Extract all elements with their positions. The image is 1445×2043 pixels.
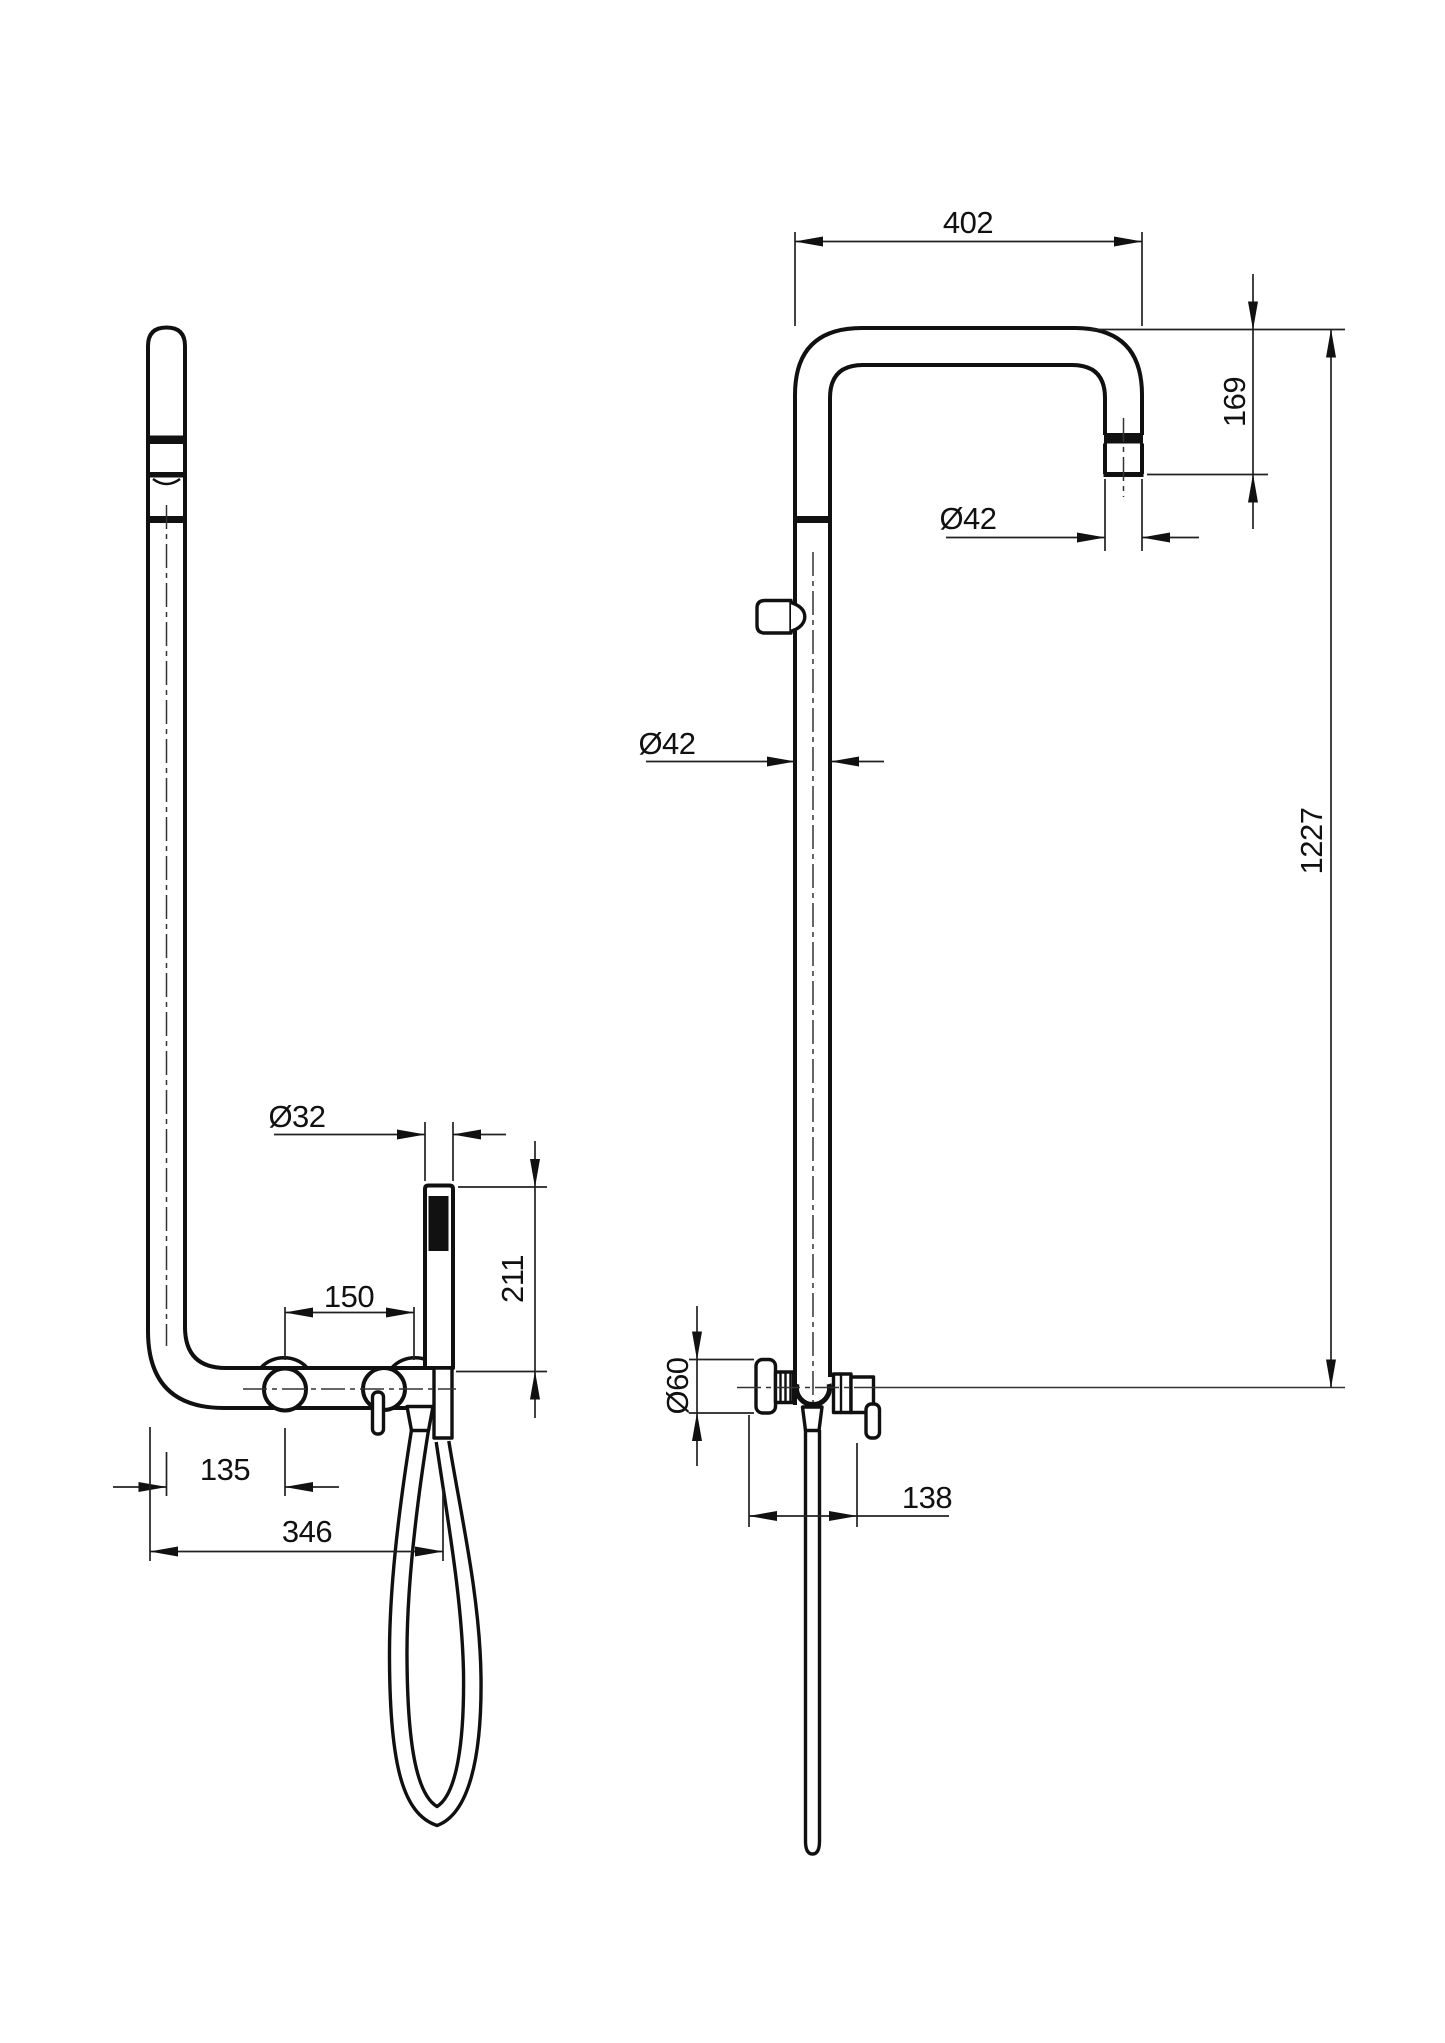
dim-total-height: 1227 — [1294, 329, 1336, 1388]
dim-label-total-height: 1227 — [1294, 808, 1329, 875]
front-outlet-sides — [1103, 443, 1144, 474]
front-holder-lever — [864, 1402, 882, 1440]
dim-label-handshower-diameter: Ø32 — [268, 1099, 325, 1134]
dim-label-arm-drop: 169 — [1217, 377, 1252, 427]
dim-handshower-diameter: Ø32 — [268, 1099, 506, 1181]
side-outlet-ring-upper — [148, 435, 185, 444]
dim-flange-diameter: Ø60 — [660, 1306, 754, 1466]
dim-bracket-depth: 138 — [748, 1415, 953, 1527]
dim-reach: 346 — [149, 1427, 444, 1561]
side-outlet-mouth-arc — [152, 478, 181, 486]
front-hose-cone — [800, 1405, 824, 1433]
dim-label-column-diameter: Ø42 — [638, 726, 695, 761]
side-elbow-outer — [146, 1330, 450, 1410]
dim-label-outlet-diameter: Ø42 — [939, 501, 996, 536]
side-wall-union-arc-left — [260, 1356, 308, 1369]
side-hose-cone — [405, 1404, 435, 1433]
dim-column-offset: 135 — [113, 1428, 339, 1496]
dim-arm-width: 402 — [794, 205, 1143, 326]
front-arm-outer — [793, 326, 1144, 1405]
side-outlet-ring-lower — [148, 472, 185, 478]
dim-label-valve-spacing: 150 — [324, 1279, 374, 1314]
side-elbow-inner — [183, 1326, 452, 1370]
side-hose-loop-outer — [387, 1429, 483, 1828]
dim-label-column-offset: 135 — [200, 1452, 250, 1487]
side-hose-loop-inner — [405, 1429, 466, 1809]
side-view — [146, 325, 483, 1828]
dim-label-bracket-depth: 138 — [902, 1480, 952, 1515]
front-view — [754, 326, 1144, 1856]
dim-label-flange-diameter: Ø60 — [660, 1357, 695, 1414]
dim-label-reach: 346 — [282, 1514, 332, 1549]
side-holder-block — [432, 1366, 454, 1440]
side-riser-pipe — [146, 325, 187, 1333]
dimensions: 402 169 Ø42 Ø42 1227 — [113, 205, 1345, 1561]
front-ball-joint — [794, 1383, 832, 1408]
side-mixer-lever — [370, 1390, 386, 1436]
dim-label-arm-width: 402 — [943, 205, 993, 240]
front-arm-inner — [828, 363, 1107, 1377]
front-diverter-knob-tip — [790, 600, 807, 633]
dim-label-handshower-length: 211 — [495, 1255, 530, 1303]
front-wall-flange — [754, 1357, 778, 1415]
dim-arm-drop: 169 — [1090, 274, 1345, 529]
centerlines — [165, 418, 1345, 1402]
dim-outlet-diameter: Ø42 — [939, 479, 1199, 551]
side-spray-face — [428, 1196, 449, 1251]
front-hose — [803, 1430, 822, 1856]
dim-column-diameter: Ø42 — [638, 726, 884, 767]
dim-handshower-length: 211 — [456, 1141, 547, 1418]
front-diverter-knob — [755, 598, 793, 635]
dim-valve-spacing: 150 — [284, 1279, 415, 1360]
front-holder-block-left — [831, 1372, 853, 1415]
front-column-joint-ring — [794, 516, 832, 523]
